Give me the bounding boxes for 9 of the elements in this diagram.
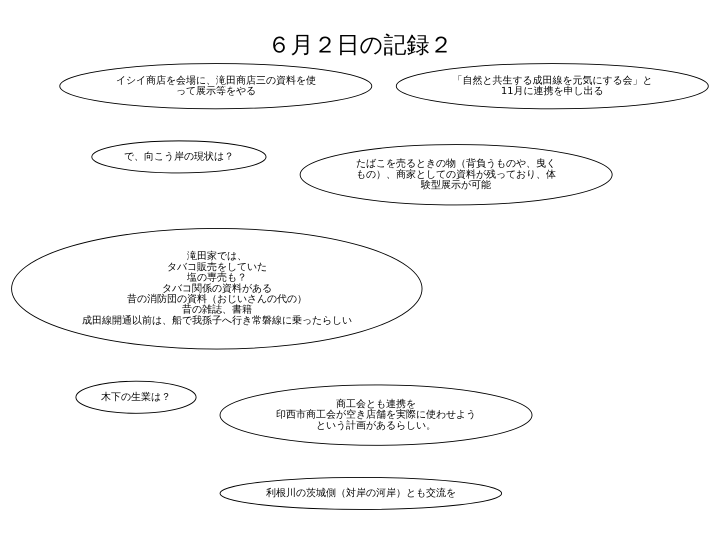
node-ellipse: 商工会とも連携を 印西市商工会が空き店舗を実際に使わせようという計画があるらしい。 <box>220 384 532 446</box>
node-ellipse: 木下の生業は？ <box>75 380 197 414</box>
node-ellipse: たばこを売るときの物（背負うものや、曳くもの）、商家としての資料が残っており、体験型展示が可能 <box>300 144 613 206</box>
node-ellipse: で、向こう岸の現状は？ <box>91 140 266 174</box>
node-ellipse: 「自然と共生する成田線を元気にする会」と11月に連携を申し出る <box>396 63 709 110</box>
node-ellipse: 滝田家では、 タバコ販売をしていた 塩の専売も？ タバコ関係の資料がある 昔の消防団の資料（おじいさんの代の） 昔の雑誌、書籍 成田線開通以前は、船で我孫子へ行き常磐線に乗ったらしい <box>11 228 422 350</box>
node-ellipse: イシイ商店を会場に、滝田商店三の資料を使って展示等をやる <box>59 63 372 110</box>
diagram-title: ６月２日の記録２ <box>268 32 452 59</box>
node-ellipse: 利根川の茨城側（対岸の河岸）とも交流を <box>220 476 502 510</box>
